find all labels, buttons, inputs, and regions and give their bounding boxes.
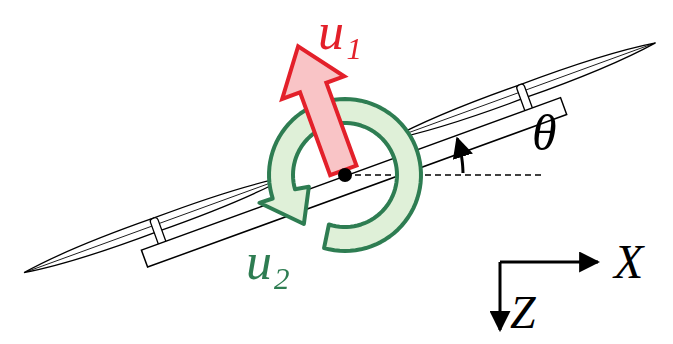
angle-label: θ	[532, 108, 557, 158]
angle-arc	[457, 139, 463, 173]
axis-label: Z	[510, 290, 536, 336]
center-of-mass	[338, 168, 352, 182]
axis-label: X	[614, 238, 643, 286]
horizontal-reference	[345, 174, 545, 176]
torque-label: u₂	[246, 236, 290, 288]
frame-bar	[141, 98, 566, 267]
x-axis	[500, 261, 598, 264]
thrust-label: u₁	[318, 6, 362, 58]
z-axis	[499, 262, 502, 330]
